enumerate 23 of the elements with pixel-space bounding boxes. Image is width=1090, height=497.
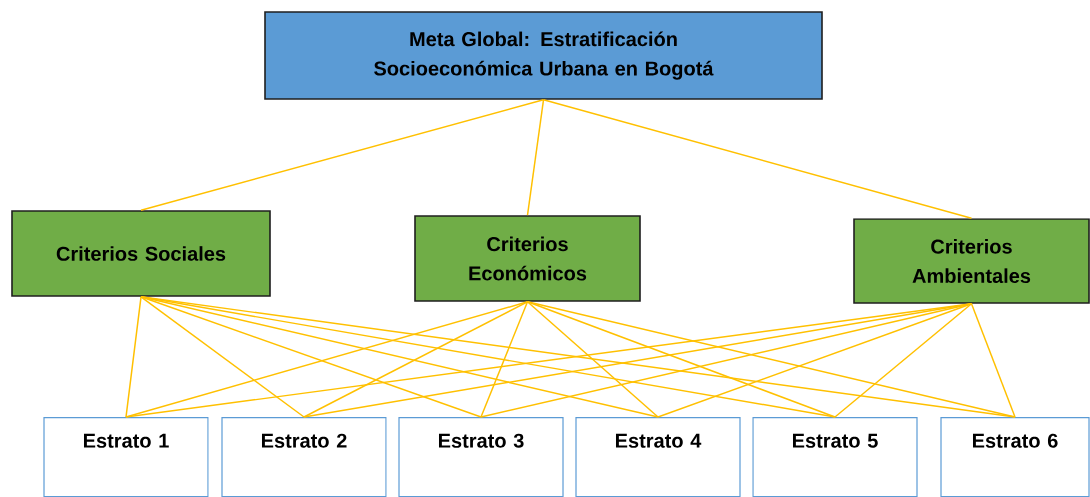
stratum-box: Estrato 1 bbox=[43, 417, 209, 497]
connector-line bbox=[303, 301, 529, 418]
connector-line bbox=[526, 301, 1016, 418]
stratum-box: Estrato 2 bbox=[221, 417, 387, 497]
connector-line bbox=[834, 303, 973, 418]
connector-line bbox=[970, 303, 1016, 418]
criteria-box: Criterios Sociales bbox=[11, 210, 271, 297]
connector-line bbox=[140, 99, 545, 211]
criteria-box: Criterios Ambientales bbox=[853, 218, 1090, 304]
connector-line bbox=[140, 296, 305, 418]
connector-line bbox=[526, 301, 659, 418]
stratum-box: Estrato 4 bbox=[575, 417, 741, 497]
stratum-box: Estrato 5 bbox=[752, 417, 918, 497]
connector-line bbox=[303, 303, 973, 418]
criteria-box: Criterios Económicos bbox=[414, 215, 641, 302]
stratum-box: Estrato 6 bbox=[940, 417, 1090, 497]
connector-line bbox=[480, 301, 529, 418]
connector-line bbox=[657, 303, 973, 418]
connector-line bbox=[125, 296, 142, 418]
connector-line bbox=[526, 99, 545, 216]
title-box: Meta Global: Estratificación Socioeconómica Urbana en Bogotá bbox=[264, 11, 823, 100]
stratum-box: Estrato 3 bbox=[398, 417, 564, 497]
connector-line bbox=[542, 99, 973, 219]
